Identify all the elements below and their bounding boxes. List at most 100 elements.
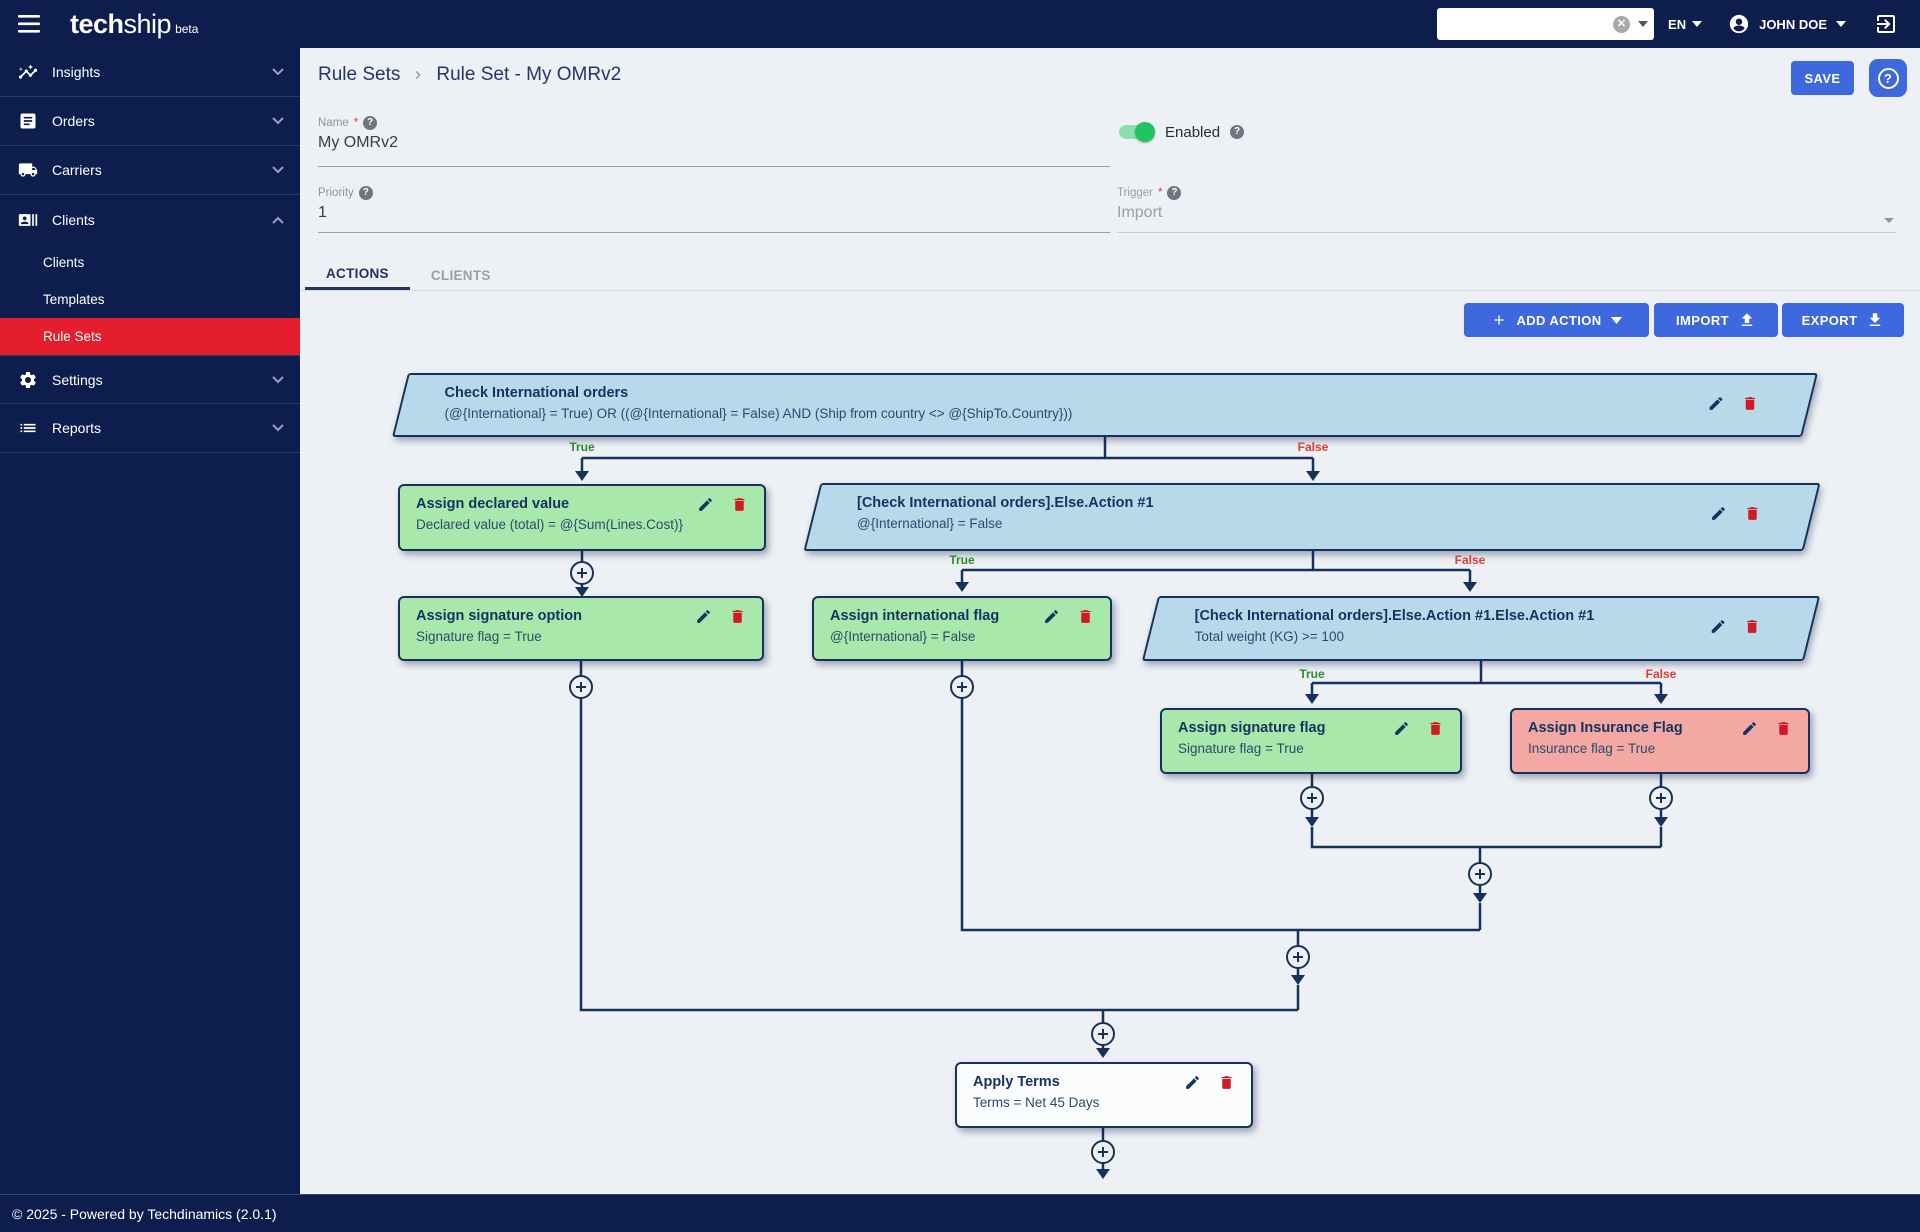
trigger-field: Trigger*? Import: [1117, 186, 1896, 233]
sub-item-label: Rule Sets: [43, 329, 102, 344]
help-icon: ?: [1877, 67, 1899, 89]
delete-icon[interactable]: [1218, 1074, 1235, 1091]
export-label: EXPORT: [1801, 312, 1858, 328]
node-subtitle: @{International} = False: [856, 516, 1003, 531]
truck-icon: [18, 163, 38, 177]
reports-icon: [20, 423, 36, 433]
logout-button[interactable]: [1874, 12, 1898, 36]
node-title: [Check International orders].Else.Action…: [1194, 608, 1595, 624]
sidebar-item-label: Clients: [52, 211, 95, 228]
add-connector-icon[interactable]: [570, 561, 594, 585]
add-connector-icon[interactable]: [1649, 786, 1673, 810]
delete-icon[interactable]: [1077, 608, 1094, 625]
add-connector-icon[interactable]: [569, 675, 593, 699]
help-button[interactable]: ?: [1869, 59, 1907, 97]
trigger-label: Trigger: [1117, 187, 1153, 199]
tab-clients[interactable]: CLIENTS: [430, 267, 491, 283]
node-subtitle: Signature flag = True: [416, 629, 542, 644]
node-check-intl-else-action-1[interactable]: [Check International orders].Else.Action…: [803, 483, 1821, 551]
delete-icon[interactable]: [1744, 618, 1761, 635]
help-circle-icon[interactable]: ?: [1230, 125, 1245, 139]
edit-icon[interactable]: [1710, 505, 1727, 522]
node-subtitle: Signature flag = True: [1178, 741, 1304, 756]
priority-value: 1: [318, 204, 327, 221]
edit-icon[interactable]: [1710, 618, 1727, 635]
tab-actions[interactable]: ACTIONS: [305, 260, 410, 290]
orders-icon: [20, 113, 36, 129]
edit-icon[interactable]: [697, 496, 714, 513]
edit-icon[interactable]: [1393, 720, 1410, 737]
breadcrumb-current: Rule Set - My OMRv2: [436, 64, 622, 85]
add-connector-icon[interactable]: [950, 675, 974, 699]
delete-icon[interactable]: [729, 608, 746, 625]
name-field[interactable]: Name*? My OMRv2: [318, 116, 1110, 167]
clear-search-icon[interactable]: ✕: [1613, 15, 1631, 33]
delete-icon[interactable]: [731, 496, 748, 513]
node-assign-declared-value[interactable]: Assign declared value Declared value (to…: [398, 484, 766, 551]
insights-icon: [18, 64, 38, 79]
add-connector-icon[interactable]: [1286, 945, 1310, 969]
sidebar-item-clients-templates[interactable]: Templates: [0, 281, 300, 318]
add-connector-icon[interactable]: [1300, 786, 1324, 810]
sidebar-item-orders[interactable]: Orders: [0, 97, 300, 146]
export-button[interactable]: EXPORT: [1782, 303, 1904, 337]
sub-item-label: Clients: [43, 255, 85, 270]
help-circle-icon[interactable]: ?: [358, 186, 373, 200]
edit-icon[interactable]: [1741, 720, 1758, 737]
help-circle-icon[interactable]: ?: [363, 116, 378, 130]
enabled-toggle[interactable]: [1117, 122, 1155, 142]
download-icon: [1870, 313, 1881, 326]
node-title: Apply Terms: [973, 1074, 1060, 1090]
search-input[interactable]: [1445, 16, 1614, 32]
global-search-box: ✕: [1437, 8, 1655, 40]
sidebar-nav: Insights Orders Carriers Clients Clients…: [0, 48, 300, 1194]
add-connector-icon[interactable]: [1468, 862, 1492, 886]
sidebar-item-clients[interactable]: Clients: [0, 195, 300, 244]
edit-icon[interactable]: [1043, 608, 1060, 625]
dropdown-caret-icon: [1884, 218, 1894, 223]
branch-label-true: True: [949, 553, 975, 567]
sidebar-item-carriers[interactable]: Carriers: [0, 146, 300, 195]
sidebar-item-clients-rule-sets[interactable]: Rule Sets: [0, 318, 300, 355]
node-check-international-orders[interactable]: Check International orders (@{Internatio…: [392, 373, 1818, 437]
edit-icon[interactable]: [1707, 395, 1724, 412]
node-assign-insurance-flag[interactable]: Assign Insurance Flag Insurance flag = T…: [1510, 708, 1810, 774]
node-assign-international-flag[interactable]: Assign international flag @{Internationa…: [812, 596, 1112, 661]
footer: © 2025 - Powered by Techdinamics (2.0.1): [0, 1194, 1920, 1232]
delete-icon[interactable]: [1775, 720, 1792, 737]
add-action-button[interactable]: ADD ACTION: [1464, 303, 1649, 337]
delete-icon[interactable]: [1741, 395, 1758, 412]
node-assign-signature-option[interactable]: Assign signature option Signature flag =…: [398, 596, 764, 661]
priority-field[interactable]: Priority? 1: [318, 186, 1110, 233]
sidebar-item-clients-clients[interactable]: Clients: [0, 244, 300, 281]
import-button[interactable]: IMPORT: [1654, 303, 1778, 337]
chevron-down-icon: [272, 166, 284, 174]
node-check-intl-else-else-action-1[interactable]: [Check International orders].Else.Action…: [1141, 596, 1821, 661]
add-connector-icon[interactable]: [1091, 1140, 1115, 1164]
delete-icon[interactable]: [1427, 720, 1444, 737]
node-apply-terms[interactable]: Apply Terms Terms = Net 45 Days: [955, 1062, 1253, 1128]
node-subtitle: (@{International} = True) OR ((@{Interna…: [444, 406, 1073, 421]
user-avatar-icon: [1729, 14, 1749, 34]
trigger-value: Import: [1117, 204, 1163, 221]
delete-icon[interactable]: [1744, 505, 1761, 522]
sidebar-item-settings[interactable]: Settings: [0, 355, 300, 404]
edit-icon[interactable]: [695, 608, 712, 625]
logo-text-tech: tech: [70, 8, 124, 39]
chevron-down-icon: [272, 375, 284, 383]
user-menu[interactable]: JOHN DOE: [1728, 13, 1846, 35]
menu-icon[interactable]: [18, 15, 40, 33]
help-circle-icon[interactable]: ?: [1167, 186, 1182, 200]
node-assign-signature-flag[interactable]: Assign signature flag Signature flag = T…: [1160, 708, 1462, 774]
save-button[interactable]: SAVE: [1791, 61, 1854, 95]
sidebar-item-reports[interactable]: Reports: [0, 404, 300, 453]
sidebar-item-insights[interactable]: Insights: [0, 48, 300, 97]
chevron-up-icon: [272, 216, 284, 224]
breadcrumb-rule-sets[interactable]: Rule Sets: [318, 64, 401, 85]
edit-icon[interactable]: [1184, 1074, 1201, 1091]
search-scope-caret-icon[interactable]: [1638, 21, 1649, 27]
add-connector-icon[interactable]: [1091, 1022, 1115, 1046]
language-selector[interactable]: EN: [1668, 17, 1703, 32]
